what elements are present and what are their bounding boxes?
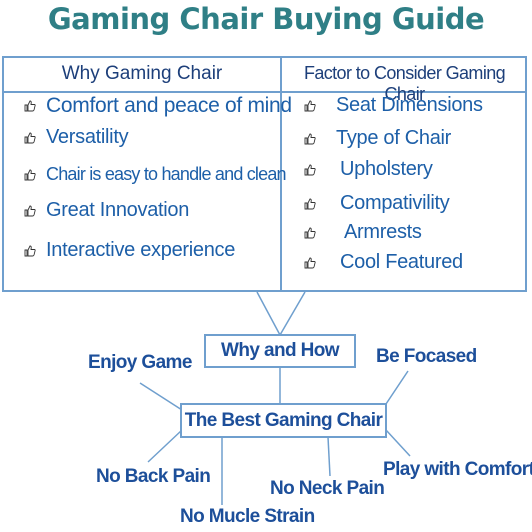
- thumbs-up-icon: [304, 164, 316, 176]
- right-column-header: Factor to Consider Gaming Chair: [303, 63, 506, 104]
- list-item: Interactive experience: [24, 239, 235, 262]
- comparison-table: Why Gaming Chair Factor to Consider Gami…: [2, 56, 527, 292]
- list-item: Armrests: [304, 221, 422, 244]
- connector-line: [139, 382, 183, 411]
- thumbs-up-icon: [24, 100, 36, 112]
- enjoy-game-label: Enjoy Game: [88, 352, 192, 373]
- why-and-how-node: Why and How: [204, 334, 356, 368]
- connector-line: [147, 429, 183, 463]
- table-header-row: Why Gaming Chair Factor to Consider Gami…: [4, 58, 525, 104]
- left-column-header: Why Gaming Chair: [61, 63, 223, 84]
- list-item: Seat Dimensions: [304, 94, 483, 117]
- thumbs-up-icon: [304, 227, 316, 239]
- thumbs-up-icon: [304, 100, 316, 112]
- no-back-pain-label: No Back Pain: [96, 466, 211, 487]
- list-item: Upholstery: [304, 158, 433, 181]
- no-mucle-strain-label: No Mucle Strain: [180, 506, 315, 527]
- thumbs-up-icon: [24, 132, 36, 144]
- connector-line: [279, 291, 306, 336]
- thumbs-up-icon: [24, 169, 36, 181]
- list-item: Versatility: [24, 126, 129, 149]
- list-item: Comfort and peace of mind: [24, 94, 292, 118]
- connector-line: [256, 291, 281, 336]
- be-focused-label: Be Focased: [376, 346, 477, 367]
- thumbs-up-icon: [304, 198, 316, 210]
- connector-line: [327, 436, 331, 477]
- page-title: Gaming Chair Buying Guide: [47, 2, 485, 36]
- connector-line: [385, 429, 411, 457]
- list-item: Type of Chair: [304, 127, 451, 150]
- no-neck-pain-label: No Neck Pain: [270, 478, 385, 499]
- list-item: Chair is easy to handle and clean: [24, 164, 287, 185]
- play-with-comfort-label: Play with Comfort: [383, 459, 532, 480]
- list-item: Great Innovation: [24, 199, 189, 222]
- best-gaming-chair-node: The Best Gaming Chair: [180, 403, 387, 438]
- list-item: Compativility: [304, 192, 450, 215]
- thumbs-up-icon: [24, 245, 36, 257]
- column-divider: [280, 58, 282, 290]
- thumbs-up-icon: [304, 133, 316, 145]
- list-item: Cool Featured: [304, 251, 463, 274]
- thumbs-up-icon: [24, 205, 36, 217]
- thumbs-up-icon: [304, 257, 316, 269]
